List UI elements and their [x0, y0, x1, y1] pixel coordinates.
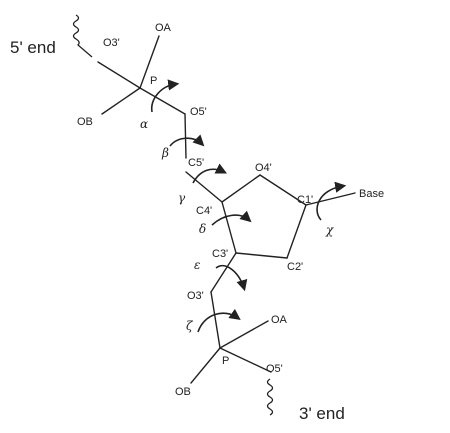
- torsion-alpha-label: α: [140, 117, 148, 131]
- bond-c3-o3: [210, 252, 237, 293]
- torsion-gamma-label: γ: [178, 191, 186, 205]
- bond-p-oa-bottom: [219, 320, 269, 349]
- bond-c1-base: [305, 192, 356, 206]
- bond-p-ob-top: [101, 87, 141, 115]
- atom-o3-top: O3': [103, 37, 120, 49]
- bond-o4-c1: [259, 174, 307, 206]
- arrow-chi: [316, 181, 347, 221]
- bond-c4-o4: [221, 174, 261, 203]
- arrow-zeta: [197, 308, 241, 333]
- bond-c2-c3: [235, 252, 288, 259]
- atom-labels: O3' OA P OB O5' C5' O4' C4' C1' Base C3'…: [77, 22, 384, 398]
- arrow-delta: [211, 210, 252, 226]
- torsion-zeta-label: ζ: [186, 319, 194, 333]
- atom-oa-top: OA: [155, 22, 172, 34]
- atom-c5: C5': [188, 157, 204, 169]
- arrow-alpha: [151, 79, 180, 113]
- atom-base: Base: [359, 188, 384, 200]
- bond-c1-c2: [286, 204, 307, 259]
- bond-c5-c4: [185, 171, 223, 203]
- atom-oa-bottom: OA: [271, 314, 288, 326]
- torsion-labels: α β γ δ ε ζ χ: [140, 117, 334, 333]
- five-prime-end-label: 5' end: [10, 38, 56, 57]
- atom-o5-top: O5': [190, 106, 207, 118]
- torsion-epsilon-label: ε: [194, 258, 200, 272]
- bond-o3-p-bottom: [210, 291, 221, 349]
- atom-ob-bottom: OB: [175, 386, 191, 398]
- atom-p-bottom: P: [222, 355, 229, 367]
- torsion-beta-label: β: [161, 146, 169, 160]
- bond-p-oa-top: [139, 35, 160, 89]
- atom-c4: C4': [196, 205, 212, 217]
- bond-p-o5-top: [139, 87, 186, 115]
- atom-c3: C3': [212, 248, 228, 260]
- bond-o3-p-top: [97, 61, 141, 89]
- bond-o5-c5: [184, 113, 187, 159]
- bonds: [97, 35, 356, 384]
- atom-o3-bottom: O3': [187, 290, 204, 302]
- atom-c1: C1': [297, 194, 313, 206]
- atom-ob-top: OB: [77, 116, 93, 128]
- torsion-arrows: [151, 79, 347, 333]
- atom-p-top: P: [150, 75, 157, 87]
- arrow-gamma: [192, 163, 228, 184]
- wavy-bond-5prime: [72, 14, 93, 58]
- arrow-beta: [169, 134, 205, 147]
- bond-c3-c4: [221, 201, 237, 254]
- arrow-epsilon: [215, 264, 248, 292]
- bond-p-ob-bottom: [190, 347, 221, 384]
- torsion-chi-label: χ: [325, 223, 334, 237]
- atom-c2: C2': [287, 261, 303, 273]
- atom-o4: O4': [255, 162, 272, 174]
- torsion-delta-label: δ: [199, 222, 206, 236]
- wavy-bond-3prime: [266, 378, 274, 416]
- three-prime-end-label: 3' end: [299, 404, 345, 423]
- atom-o5-bottom: O5': [266, 363, 283, 375]
- bond-p-o5-bottom: [219, 347, 272, 373]
